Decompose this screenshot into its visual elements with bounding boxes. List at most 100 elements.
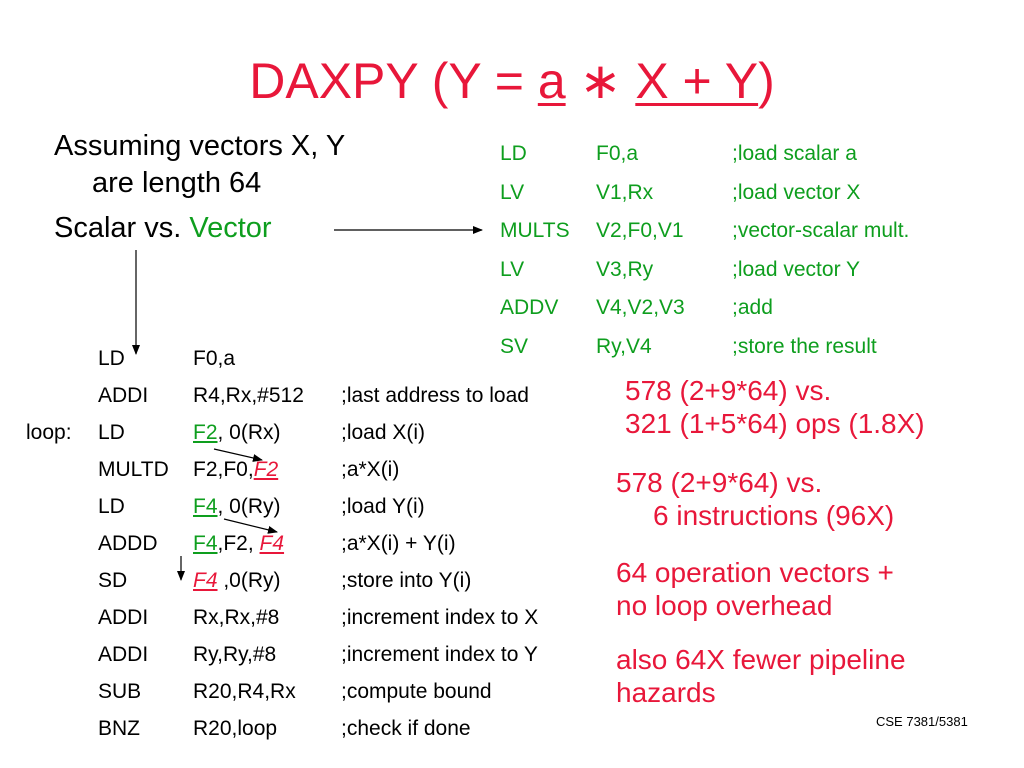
operand-text: ,F2, (217, 532, 260, 555)
instruction-comment: ;load vector Y (732, 257, 861, 281)
instruction-opcode: LD (500, 142, 527, 165)
instruction-opcode: MULTS (500, 219, 570, 242)
course-footer: CSE 7381/5381 (876, 714, 968, 729)
scalar-code-row: ADDD F4,F2, F4 ;a*X(i) + Y(i) (0, 529, 620, 566)
note-instr-line-2: 6 instructions (96X) (653, 500, 895, 531)
instruction-operands: V4,V2,V3 (596, 296, 685, 319)
highlighted-register: F4 (259, 532, 285, 555)
assumption-text: Assuming vectors X, Y are length 64 (54, 128, 345, 202)
note-instr-line-1: 578 (2+9*64) vs. (616, 467, 823, 498)
loop-label: loop: (26, 421, 72, 444)
instruction-comment: ;compute bound (341, 680, 492, 703)
operand-text: R20,R4,Rx (193, 680, 296, 703)
scalar-code-row: ADDI Rx,Rx,#8 ;increment index to X (0, 603, 620, 640)
dependency-arrow-f4 (223, 518, 278, 534)
instruction-operands: F0,a (596, 142, 639, 165)
instruction-opcode: ADDV (500, 296, 559, 319)
slide-title: DAXPY (Y = a ∗ X + Y) (0, 52, 1024, 110)
instruction-opcode: ADDD (98, 532, 158, 555)
instruction-opcode: ADDI (98, 606, 149, 629)
operand-text: Ry,Ry,#8 (193, 643, 277, 666)
scalar-code-row: LD F4, 0(Ry) ;load Y(i) (0, 492, 620, 529)
instruction-operands: V2,F0,V1 (596, 219, 684, 242)
instruction-comment: ;load X(i) (341, 421, 426, 444)
instruction-comment: ;load vector X (732, 180, 861, 204)
vector-label: Vector (189, 212, 272, 244)
note-hazards-line-2: hazards (616, 677, 716, 708)
instruction-comment: ;store into Y(i) (341, 569, 472, 592)
title-star: ∗ (565, 53, 636, 109)
operand-text: , 0(Rx) (217, 421, 281, 444)
instruction-operands: V3,Ry (596, 257, 654, 281)
note-ops-line-2: 321 (1+5*64) ops (1.8X) (625, 408, 925, 439)
operand-text: , 0(Ry) (217, 495, 281, 518)
instruction-comment: ;add (732, 296, 773, 319)
instruction-operands: Rx,Rx,#8 (193, 603, 279, 633)
title-prefix: DAXPY (Y = (249, 53, 538, 109)
instruction-operands: Ry,Ry,#8 (193, 640, 276, 670)
instruction-comment: ;check if done (341, 717, 471, 740)
instruction-operands: R4,Rx,#512 (193, 381, 304, 411)
instruction-comment: ;load scalar a (732, 142, 857, 165)
note-loop-line-2: no loop overhead (616, 590, 833, 621)
note-pipeline-hazards: also 64X fewer pipeline hazards (616, 643, 906, 709)
assumption-line-2: are length 64 (92, 167, 262, 199)
instruction-opcode: MULTD (98, 458, 169, 481)
scalar-vs-vector-heading: Scalar vs. Vector (54, 212, 272, 245)
instruction-opcode: LD (98, 495, 125, 518)
title-suffix: ) (758, 53, 775, 109)
note-instructions-comparison: 578 (2+9*64) vs. 6 instructions (96X) (616, 466, 894, 532)
instruction-comment: ;a*X(i) (341, 458, 400, 481)
instruction-opcode: SV (500, 334, 529, 358)
scalar-vs-label: Scalar vs. (54, 212, 190, 244)
note-loop-line-1: 64 operation vectors + (616, 557, 894, 588)
note-loop-overhead: 64 operation vectors + no loop overhead (616, 556, 894, 622)
operand-text: R20,loop (193, 717, 278, 740)
instruction-operands: R20,loop (193, 714, 277, 744)
title-scalar-a: a (537, 53, 566, 109)
instruction-opcode: SUB (98, 680, 142, 703)
instruction-opcode: ADDI (98, 643, 149, 666)
note-hazards-line-1: also 64X fewer pipeline (616, 644, 906, 675)
highlighted-register: F4 (193, 532, 218, 555)
note-ops-comparison: 578 (2+9*64) vs. 321 (1+5*64) ops (1.8X) (625, 374, 925, 440)
scalar-code-row: LD F0,a (0, 344, 620, 381)
title-x-plus-y: X + Y (635, 53, 759, 109)
instruction-comment: ;load Y(i) (341, 495, 425, 518)
scalar-code-row: MULTD F2,F0,F2 ;a*X(i) (0, 455, 620, 492)
operand-text: F2,F0, (193, 458, 254, 481)
instruction-comment: ;increment index to X (341, 606, 539, 629)
instruction-operands: Ry,V4 (596, 334, 652, 358)
instruction-operands: F4, 0(Ry) (193, 492, 281, 522)
instruction-opcode: SD (98, 569, 128, 592)
instruction-opcode: LD (98, 347, 125, 370)
operand-text: Rx,Rx,#8 (193, 606, 280, 629)
highlighted-register: F2 (253, 458, 279, 481)
instruction-comment: ;a*X(i) + Y(i) (341, 532, 456, 555)
instruction-comment: ;store the result (732, 334, 877, 358)
instruction-operands: F0,a (193, 344, 235, 374)
instruction-opcode: LD (98, 421, 125, 444)
highlighted-register: F4 (193, 569, 218, 592)
operand-text: F0,a (193, 347, 236, 370)
instruction-operands: F4 ,0(Ry) (193, 566, 281, 596)
operand-text: ,0(Ry) (217, 569, 281, 592)
instruction-operands: R20,R4,Rx (193, 677, 296, 707)
instruction-opcode: BNZ (98, 717, 140, 740)
instruction-opcode: LV (500, 257, 525, 281)
scalar-code-row: SD F4 ,0(Ry) ;store into Y(i) (0, 566, 620, 603)
scalar-code-row: ADDI Ry,Ry,#8 ;increment index to Y (0, 640, 620, 677)
instruction-comment: ;vector-scalar mult. (732, 219, 910, 242)
instruction-comment: ;last address to load (341, 384, 529, 407)
dependency-arrow-f2 (213, 448, 263, 462)
scalar-code-row: SUB R20,R4,Rx ;compute bound (0, 677, 620, 714)
instruction-comment: ;increment index to Y (341, 643, 538, 666)
note-ops-line-1: 578 (2+9*64) vs. (625, 375, 832, 406)
scalar-code-row: BNZ R20,loop ;check if done (0, 714, 620, 751)
assumption-line-1: Assuming vectors X, Y (54, 130, 346, 162)
instruction-opcode: LV (500, 180, 525, 204)
